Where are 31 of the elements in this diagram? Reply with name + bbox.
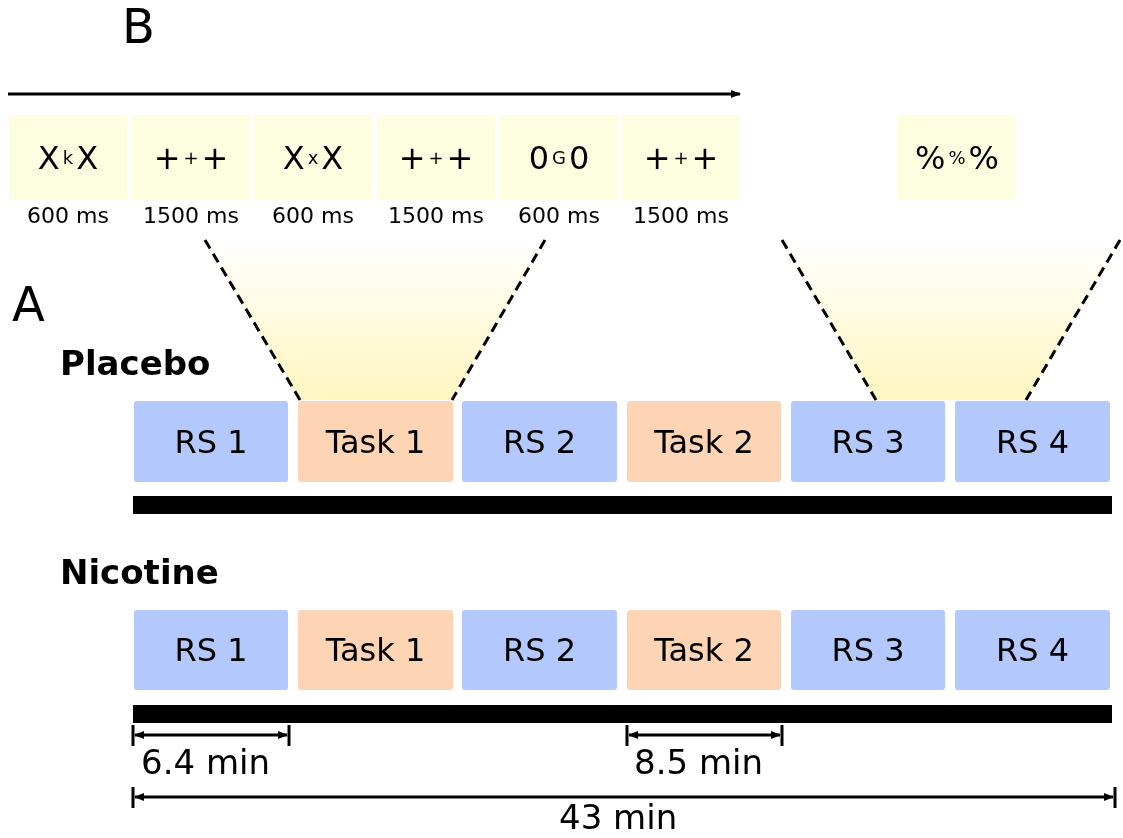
panel-letter: A — [12, 280, 45, 328]
duration-label: 600 ms — [271, 203, 355, 228]
stimulus-card: +++ — [377, 115, 495, 200]
duration-label: 1500 ms — [632, 203, 730, 228]
rest-block: RS 1 — [134, 401, 288, 482]
duration-label: 600 ms — [517, 203, 601, 228]
duration-label: 1500 ms — [387, 203, 485, 228]
timeline-bar — [133, 496, 1112, 514]
rest-block: RS 4 — [955, 610, 1110, 690]
stimulus-card: +++ — [132, 115, 250, 200]
rest-block: RS 1 — [134, 610, 288, 690]
rest-block: RS 2 — [462, 401, 617, 482]
rest-block: RS 2 — [462, 610, 617, 690]
duration-label: 6.4 min — [141, 745, 270, 779]
rest-block: RS 4 — [955, 401, 1110, 482]
rest-block: RS 3 — [791, 610, 945, 690]
duration-label: 1500 ms — [142, 203, 240, 228]
stimulus-card: %%% — [898, 115, 1016, 200]
condition-title: Placebo — [60, 346, 211, 380]
duration-label: 43 min — [559, 800, 678, 834]
task-block: Task 1 — [298, 610, 453, 690]
duration-label: 8.5 min — [634, 745, 763, 779]
task-block: Task 2 — [627, 610, 781, 690]
stimulus-card: +++ — [622, 115, 740, 200]
timeline-bar — [133, 705, 1112, 723]
duration-label: 600 ms — [26, 203, 110, 228]
task-block: Task 1 — [298, 401, 453, 482]
condition-title: Nicotine — [60, 555, 219, 589]
task-block: Task 2 — [627, 401, 781, 482]
rest-block: RS 3 — [791, 401, 945, 482]
panel-letter: B — [122, 2, 155, 50]
